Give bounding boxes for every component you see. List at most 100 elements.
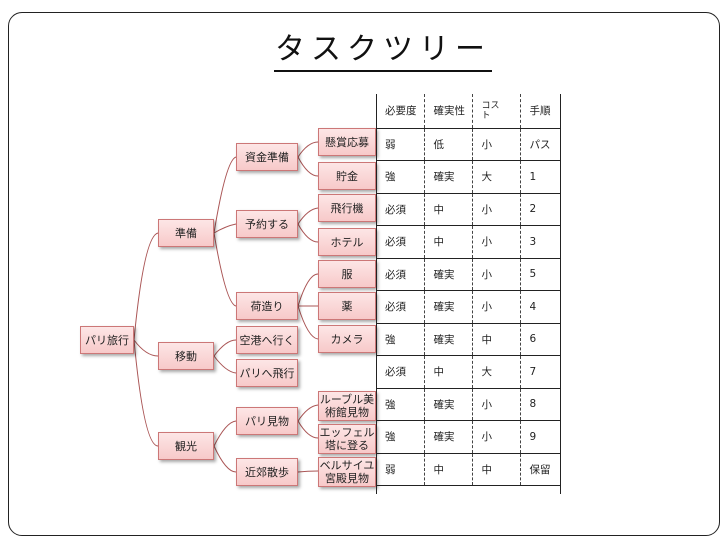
order-cell: 1 bbox=[519, 160, 560, 194]
connector-paris-louvre bbox=[297, 404, 319, 422]
certainty-cell: 中 bbox=[423, 193, 472, 226]
tree-node-versailles: ベルサイユ 宮殿見物 bbox=[318, 457, 376, 487]
cost-cell: 中 bbox=[471, 453, 520, 486]
certainty-cell: 確実 bbox=[423, 160, 472, 194]
connector-move-airport bbox=[213, 339, 237, 357]
necessity-cell: 必須 bbox=[376, 355, 424, 389]
tree-node-clothes: 服 bbox=[318, 260, 376, 288]
necessity-cell: 強 bbox=[376, 388, 424, 421]
order-cell: 7 bbox=[519, 355, 560, 389]
tree-node-louvre: ルーブル美 術館見物 bbox=[318, 391, 376, 421]
cost-cell: 小 bbox=[471, 193, 520, 226]
header-order: 手順 bbox=[519, 94, 560, 129]
cost-cell: 小 bbox=[471, 290, 520, 324]
tree-node-root: パリ旅行 bbox=[80, 326, 134, 354]
certainty-cell: 中 bbox=[423, 453, 472, 486]
connector-reserve-flight bbox=[297, 207, 319, 225]
tree-node-medicine: 薬 bbox=[318, 292, 376, 320]
tree-node-paris-tour: パリ見物 bbox=[236, 407, 298, 435]
tree-node-pack: 荷造り bbox=[236, 292, 298, 320]
certainty-cell: 中 bbox=[423, 355, 472, 389]
order-cell: 5 bbox=[519, 258, 560, 291]
cost-cell: 小 bbox=[471, 128, 520, 161]
necessity-cell: 弱 bbox=[376, 128, 424, 161]
tree-node-eiffel: エッフェル 塔に登る bbox=[318, 424, 376, 454]
tree-node-airport: 空港へ行く bbox=[236, 326, 298, 354]
order-cell: 9 bbox=[519, 420, 560, 454]
tree-node-flight: 飛行機 bbox=[318, 194, 376, 222]
order-cell: パス bbox=[519, 128, 560, 161]
necessity-cell: 必須 bbox=[376, 193, 424, 226]
necessity-cell: 強 bbox=[376, 160, 424, 194]
tree-node-fund: 資金準備 bbox=[236, 143, 298, 171]
tree-node-prize: 懸賞応募 bbox=[318, 128, 376, 156]
connector-pack-camera bbox=[297, 305, 319, 340]
tree-node-sightseeing: 観光 bbox=[158, 432, 214, 460]
necessity-cell: 強 bbox=[376, 420, 424, 454]
connector-fund-prize bbox=[297, 141, 319, 158]
cost-cell: 小 bbox=[471, 225, 520, 259]
necessity-cell: 必須 bbox=[376, 290, 424, 324]
cost-cell: 大 bbox=[471, 160, 520, 194]
cost-cell: 小 bbox=[471, 258, 520, 291]
tree-node-fly: パリへ飛行 bbox=[236, 359, 298, 387]
connector-root-sight bbox=[133, 339, 159, 447]
header-cost: コスト bbox=[471, 94, 520, 129]
connector-sight-paris bbox=[213, 420, 237, 447]
tree-node-suburb-walk: 近郊散歩 bbox=[236, 458, 298, 486]
certainty-cell: 中 bbox=[423, 225, 472, 259]
tree-node-saving: 貯金 bbox=[318, 162, 376, 190]
certainty-cell: 確実 bbox=[423, 290, 472, 324]
tree-node-move: 移動 bbox=[158, 342, 214, 370]
header-cost-label: コスト bbox=[481, 100, 500, 121]
certainty-cell: 確実 bbox=[423, 323, 472, 356]
tree-node-prep: 準備 bbox=[158, 219, 214, 247]
tree-node-camera: カメラ bbox=[318, 325, 376, 353]
title-underline bbox=[274, 70, 492, 72]
cost-cell: 小 bbox=[471, 388, 520, 421]
cost-cell: 中 bbox=[471, 323, 520, 356]
tree-node-reserve: 予約する bbox=[236, 210, 298, 238]
slide-title: タスクツリー bbox=[275, 32, 491, 67]
certainty-cell: 確実 bbox=[423, 388, 472, 421]
connector-move-fly bbox=[213, 355, 237, 374]
connector-prep-fund bbox=[213, 156, 237, 234]
order-cell: 4 bbox=[519, 290, 560, 324]
connector-reserve-hotel bbox=[297, 223, 319, 243]
order-cell: 2 bbox=[519, 193, 560, 226]
necessity-cell: 必須 bbox=[376, 225, 424, 259]
header-certainty: 確実性 bbox=[423, 94, 472, 129]
connector-prep-reserve bbox=[213, 223, 237, 234]
necessity-cell: 必須 bbox=[376, 258, 424, 291]
order-cell: 3 bbox=[519, 225, 560, 259]
necessity-cell: 強 bbox=[376, 323, 424, 356]
connector-fund-saving bbox=[297, 156, 319, 177]
header-necessity: 必要度 bbox=[376, 94, 424, 129]
connector-root-prep bbox=[133, 232, 159, 341]
connector-sight-suburb bbox=[213, 445, 237, 473]
tree-node-hotel: ホテル bbox=[318, 228, 376, 256]
connector-paris-eiffel bbox=[297, 420, 319, 439]
certainty-cell: 確実 bbox=[423, 258, 472, 291]
order-cell: 保留 bbox=[519, 453, 560, 486]
order-cell: 6 bbox=[519, 323, 560, 356]
table-header-row: 必要度 確実性 コスト 手順 bbox=[376, 94, 560, 129]
order-cell: 8 bbox=[519, 388, 560, 421]
cost-cell: 大 bbox=[471, 355, 520, 389]
necessity-cell: 弱 bbox=[376, 453, 424, 486]
table-row: 弱中中保留 bbox=[376, 453, 560, 486]
table-row: 弱低小パス bbox=[376, 128, 560, 161]
certainty-cell: 確実 bbox=[423, 420, 472, 454]
connector-pack-clothes bbox=[297, 273, 319, 307]
connector-root-move bbox=[133, 339, 159, 357]
connector-prep-pack bbox=[213, 232, 237, 307]
